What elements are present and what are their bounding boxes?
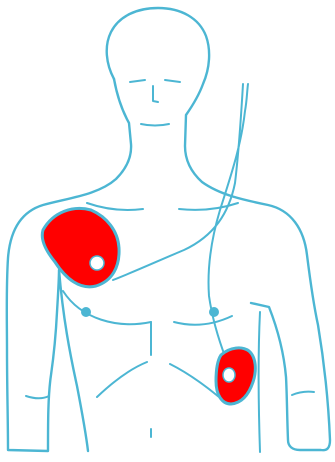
electrode-pad-lower: [216, 348, 255, 404]
chest-contour-right: [174, 316, 232, 325]
rib-line-left: [97, 362, 147, 397]
rib-line-right: [170, 364, 219, 397]
lower-pad-center-dot: [223, 368, 235, 382]
chest-contour-left: [63, 291, 151, 324]
mouth: [141, 124, 169, 126]
electrode-pad-icon: [42, 208, 119, 286]
left-eye-brow: [130, 80, 145, 82]
left-clavicle: [87, 203, 143, 210]
upper-pad-center-dot: [90, 256, 104, 270]
right-side-contour: [259, 312, 261, 452]
upper-pad-cable: [113, 84, 243, 280]
left-arm-crease: [26, 396, 49, 398]
right-elbow-crease: [292, 392, 314, 395]
nose: [153, 86, 158, 102]
right-eye-brow: [165, 80, 180, 82]
electrode-pad-upper: [42, 208, 119, 286]
left-nipple-marker: [81, 307, 91, 317]
